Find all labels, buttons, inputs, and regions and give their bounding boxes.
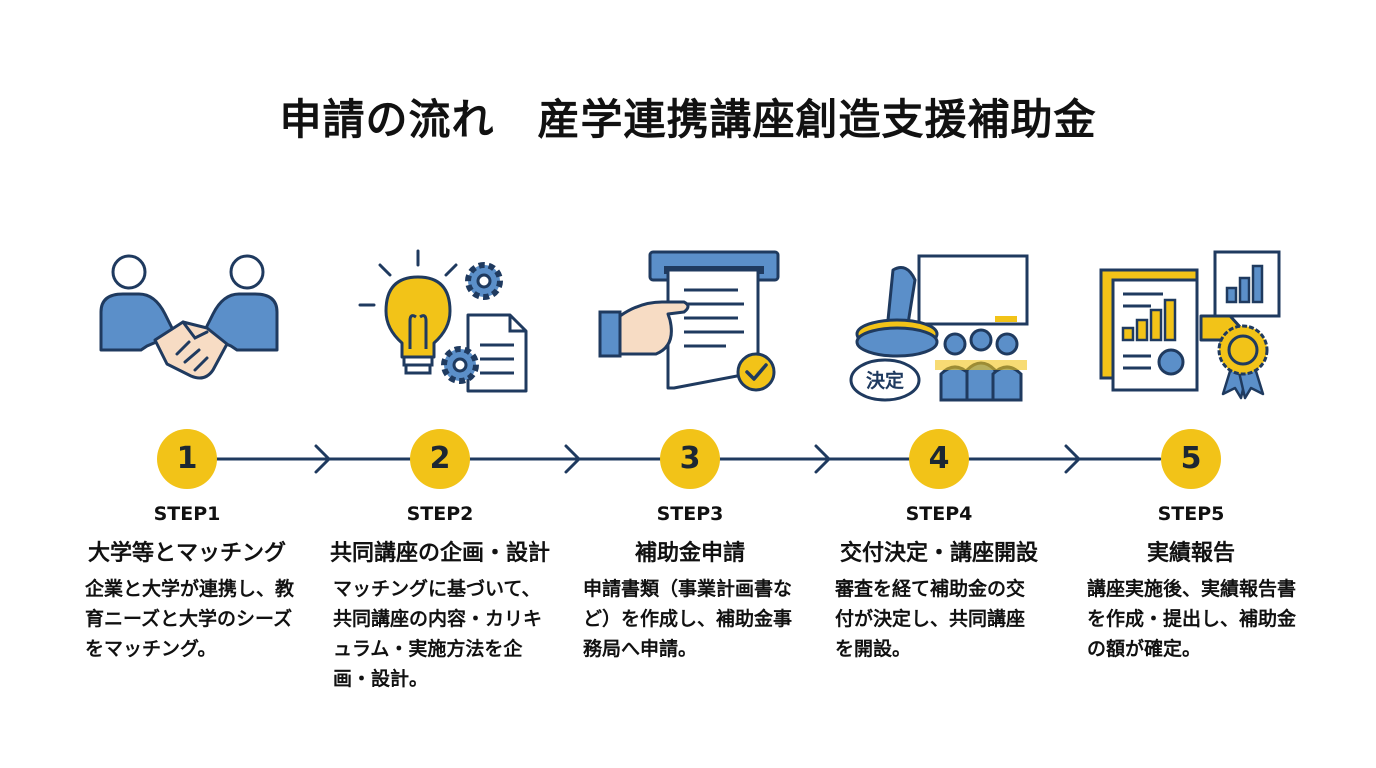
step-4-heading: STEP4 交付決定・講座開設 — [814, 503, 1064, 567]
step-title: 交付決定・講座開設 — [839, 541, 1038, 566]
step-2-heading: STEP2 共同講座の企画・設計 — [315, 503, 565, 567]
step-title: 共同講座の企画・設計 — [329, 541, 550, 566]
step-description: 申請書類（事業計画書など）を作成し、補助金事務局へ申請。 — [583, 578, 793, 660]
step-1-heading: STEP1 大学等とマッチング — [62, 503, 312, 567]
step-description: 審査を経て補助金の交付が決定し、共同講座を開設。 — [835, 578, 1026, 660]
step-number-badge: 1 — [157, 429, 217, 489]
step-3-heading: STEP3 補助金申請 — [565, 503, 815, 567]
lightbulb-gears-icon — [350, 245, 540, 395]
step-description: マッチングに基づいて、共同講座の内容・カリキュラム・実施方法を企画・設計。 — [333, 578, 543, 690]
step-5-heading: STEP5 実績報告 — [1066, 503, 1316, 567]
approval-stamp-icon: 決定 — [845, 250, 1040, 402]
step-number-badge: 5 — [1161, 429, 1221, 489]
stamp-text: 決定 — [866, 369, 904, 392]
report-award-icon — [1093, 248, 1288, 400]
step-id: STEP4 — [905, 503, 973, 525]
arrow-icon — [314, 444, 331, 474]
arrow-icon — [564, 444, 581, 474]
step-id: STEP1 — [153, 503, 221, 525]
step-title: 補助金申請 — [634, 541, 745, 566]
step-id: STEP2 — [406, 503, 474, 525]
step-title: 大学等とマッチング — [87, 541, 286, 566]
application-document-icon — [598, 248, 788, 393]
arrow-icon — [814, 444, 831, 474]
step-description: 講座実施後、実績報告書を作成・提出し、補助金の額が確定。 — [1087, 578, 1297, 660]
arrow-icon — [1064, 444, 1081, 474]
page-title: 申請の流れ 産学連携講座創造支援補助金 — [279, 95, 1097, 144]
handshake-icon — [95, 250, 285, 390]
step-id: STEP5 — [1157, 503, 1225, 525]
step-number-badge: 4 — [909, 429, 969, 489]
step-description: 企業と大学が連携し、教育ニーズと大学のシーズをマッチング。 — [85, 578, 295, 660]
step-id: STEP3 — [656, 503, 724, 525]
step-number-badge: 2 — [410, 429, 470, 489]
step-number-badge: 3 — [660, 429, 720, 489]
step-title: 実績報告 — [1146, 541, 1235, 566]
